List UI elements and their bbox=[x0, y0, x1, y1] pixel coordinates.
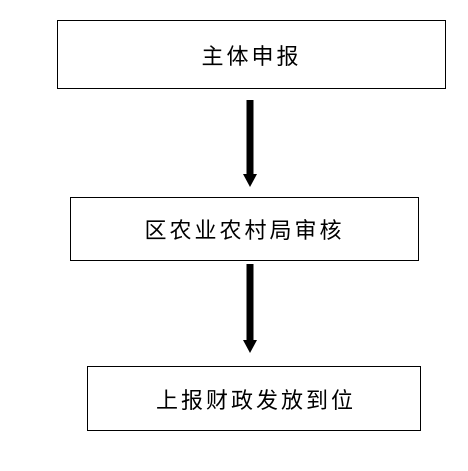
down-arrow-icon bbox=[243, 264, 257, 353]
step-box-subject-application: 主体申报 bbox=[57, 20, 446, 89]
step-label-finance-disbursement: 上报财政发放到位 bbox=[155, 388, 356, 414]
step-box-finance-disbursement: 上报财政发放到位 bbox=[87, 366, 421, 431]
step-label-subject-application: 主体申报 bbox=[201, 44, 302, 70]
step-box-district-review: 区农业农村局审核 bbox=[70, 197, 419, 261]
step-label-district-review: 区农业农村局审核 bbox=[144, 219, 345, 244]
down-arrow-icon bbox=[243, 100, 257, 187]
